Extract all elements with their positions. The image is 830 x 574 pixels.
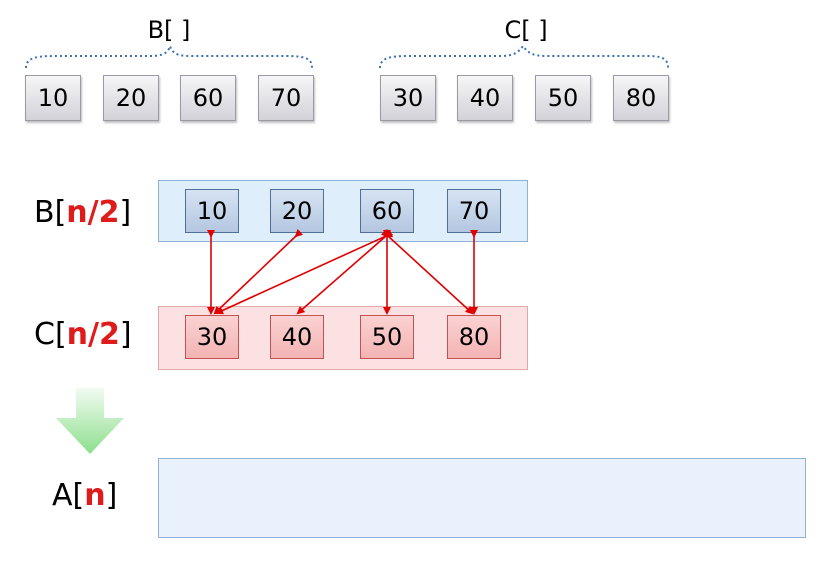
top-b-cell: 70 [258,75,314,121]
b-row-label: B[n/2] [34,195,131,231]
top-c-cell: 30 [380,75,436,121]
b-row-close: ] [119,195,132,230]
b-brace [25,42,313,69]
top-c-cell: 50 [535,75,591,121]
c-row-label: C[n/2] [34,317,132,353]
arrow-20-30 [213,228,304,315]
b-cell: 70 [447,189,501,233]
c-cell: 80 [447,315,501,359]
c-cell: 30 [185,315,239,359]
b-array-label: B[ ] [147,16,191,44]
c-cell: 40 [270,315,324,359]
top-b-cell: 10 [25,75,81,121]
c-row-index: n/2 [66,317,120,352]
b-cell: 20 [270,189,324,233]
braces [25,42,669,69]
a-array-band [158,458,806,538]
a-row-name: A[ [52,478,85,513]
top-b-cell: 60 [180,75,236,121]
c-array-label: C[ ] [504,16,548,44]
c-row-close: ] [119,317,132,352]
b-cell: 60 [360,189,414,233]
arrow-60-40 [296,229,394,315]
b-row-index: n/2 [66,195,120,230]
a-row-close: ] [105,478,118,513]
arrow-60-80 [380,228,474,315]
b-cell: 10 [185,189,239,233]
arrow-60-30 [215,229,394,315]
down-arrow-icon [56,388,124,454]
c-row-name: C[ [34,317,67,352]
a-row-label: A[n] [52,478,117,514]
top-b-cell: 20 [103,75,159,121]
b-row-name: B[ [34,195,67,230]
top-c-cell: 40 [457,75,513,121]
c-cell: 50 [360,315,414,359]
a-row-index: n [84,478,106,513]
top-c-cell: 80 [613,75,669,121]
